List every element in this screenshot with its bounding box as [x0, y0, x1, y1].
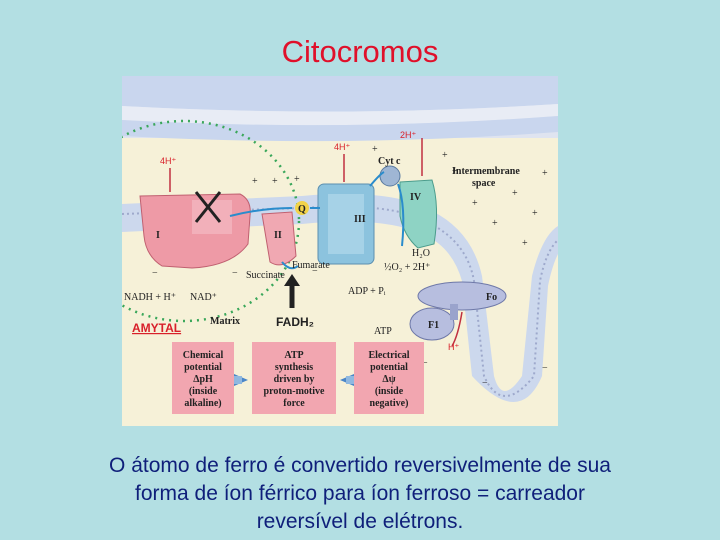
- svg-text:ΔpH: ΔpH: [193, 374, 213, 385]
- atp-label: ATP: [374, 326, 392, 337]
- intermembrane-label-1: Intermembrane: [452, 166, 520, 177]
- water-label: H₂O: [412, 248, 430, 259]
- fo-label: Fo: [486, 292, 497, 303]
- complex-III-label: III: [354, 214, 366, 225]
- svg-text:force: force: [283, 398, 305, 409]
- intermembrane-label-2: space: [472, 178, 496, 189]
- complex-IV: [399, 179, 438, 249]
- svg-text:synthesis: synthesis: [275, 362, 313, 373]
- proton-h-bottom-label: H⁺: [448, 342, 459, 352]
- adp-label: ADP + Pᵢ: [348, 286, 386, 297]
- charge-signs: + + + + + + + + + + + + − − − − − −: [152, 144, 548, 389]
- box-arrows: [234, 374, 354, 386]
- svg-text:+: +: [252, 176, 258, 187]
- atp-synthesis-box: ATP synthesis driven by proton-motive fo…: [252, 342, 336, 414]
- matrix-label: Matrix: [210, 316, 240, 327]
- svg-text:−: −: [542, 363, 548, 374]
- svg-text:alkaline): alkaline): [184, 398, 221, 409]
- svg-text:+: +: [492, 218, 498, 229]
- svg-text:−: −: [232, 268, 238, 279]
- svg-text:Δψ: Δψ: [382, 374, 395, 385]
- svg-text:+: +: [472, 198, 478, 209]
- svg-text:+: +: [512, 188, 518, 199]
- cyt-c-circle: [379, 165, 401, 187]
- f1-label: F1: [428, 320, 439, 331]
- respiratory-chain-diagram: I II Q III Cyt c IV: [122, 76, 558, 426]
- svg-text:+: +: [372, 144, 378, 155]
- caption-line-3: reversível de elétrons.: [256, 510, 464, 533]
- cyt-c-label: Cyt c: [378, 156, 401, 167]
- nad-label: NAD⁺: [190, 292, 217, 303]
- svg-text:Chemical: Chemical: [183, 350, 224, 361]
- slide-title: Citocromos: [281, 34, 439, 69]
- svg-text:negative): negative): [370, 398, 409, 409]
- electron-flow-arrows: [229, 171, 405, 270]
- complex-II-label: II: [274, 230, 282, 241]
- block-x-icon: [194, 191, 222, 223]
- complex-I: [139, 193, 251, 269]
- svg-text:−: −: [422, 358, 428, 369]
- svg-text:+: +: [452, 166, 458, 177]
- svg-text:(inside: (inside: [375, 386, 404, 397]
- succinate-label: Succinate: [246, 270, 285, 281]
- amytal-label: AMYTAL: [132, 321, 181, 335]
- svg-text:+: +: [294, 174, 300, 185]
- svg-text:ATP: ATP: [284, 350, 303, 361]
- svg-text:potential: potential: [184, 362, 222, 373]
- nadh-label: NADH + H⁺: [124, 292, 176, 303]
- svg-text:+: +: [272, 176, 278, 187]
- inhibition-circle: [122, 119, 301, 323]
- svg-text:+: +: [532, 208, 538, 219]
- oxygen-label: ½O₂ + 2H⁺: [384, 262, 430, 273]
- quinone-label: Q: [298, 204, 306, 215]
- svg-text:+: +: [522, 238, 528, 249]
- svg-text:−: −: [312, 266, 318, 277]
- svg-text:potential: potential: [370, 362, 408, 373]
- proton-arrows: [169, 138, 463, 347]
- svg-text:+: +: [442, 150, 448, 161]
- svg-text:+: +: [542, 168, 548, 179]
- svg-text:(inside: (inside: [189, 386, 218, 397]
- svg-text:driven by: driven by: [274, 374, 315, 385]
- svg-text:Electrical: Electrical: [368, 350, 409, 361]
- fumarate-label: Fumarate: [292, 260, 330, 271]
- svg-text:proton-motive: proton-motive: [264, 386, 325, 397]
- proton-4h-mid-label: 4H⁺: [334, 142, 351, 152]
- atp-synthase: [409, 281, 507, 341]
- top-membrane: [122, 76, 558, 142]
- complex-I-label: I: [156, 230, 160, 241]
- chemical-potential-box: Chemical potential ΔpH (inside alkaline): [172, 342, 234, 414]
- diagram-svg: I II Q III Cyt c IV: [122, 76, 558, 414]
- complex-IV-label: IV: [410, 192, 422, 203]
- complex-III: [317, 183, 375, 265]
- caption-line-1: O átomo de ferro é convertido reversivel…: [109, 454, 611, 477]
- proton-2h-label: 2H⁺: [400, 130, 417, 140]
- electrical-potential-box: Electrical potential Δψ (inside negative…: [354, 342, 424, 414]
- inner-membrane: [122, 193, 558, 402]
- fadh2-label: FADH₂: [276, 315, 314, 329]
- quinone-circle: [295, 201, 309, 215]
- svg-text:−: −: [152, 268, 158, 279]
- proton-4h-left-label: 4H⁺: [160, 156, 177, 166]
- caption-line-2: forma de íon férrico para íon ferroso = …: [135, 482, 585, 505]
- svg-text:−: −: [482, 378, 488, 389]
- slide-caption: O átomo de ferro é convertido reversivel…: [20, 452, 700, 536]
